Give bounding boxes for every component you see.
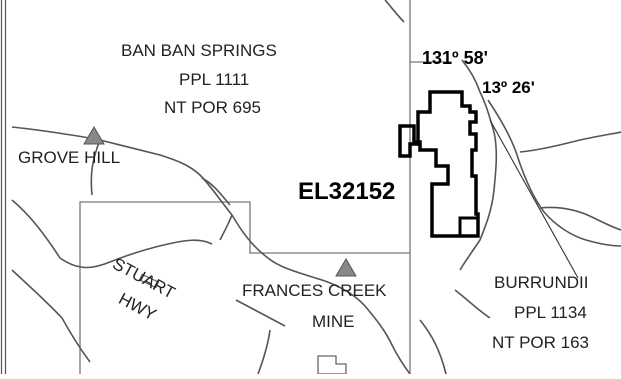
river — [11, 126, 411, 375]
creek — [201, 177, 231, 206]
waterhole — [138, 273, 160, 289]
creek — [219, 214, 233, 241]
creek — [90, 139, 101, 196]
property-boundaries — [79, 0, 452, 374]
creek — [539, 206, 621, 231]
creek — [419, 319, 447, 375]
station-name-burrundii: BURRUNDII — [494, 273, 589, 292]
station-lease-ban-ban-springs: PPL 1111 — [179, 70, 250, 89]
peak-triangle-icon — [335, 258, 357, 277]
leader-line — [489, 119, 579, 279]
mine-lease-outline — [317, 355, 347, 375]
river — [487, 99, 621, 247]
creek — [384, 0, 405, 23]
latitude-label: 13º 26' — [482, 78, 535, 97]
station-portion-ban-ban-springs: NT POR 695 — [164, 98, 262, 117]
tenement-label: EL32152 — [298, 178, 396, 205]
boundary-line — [79, 201, 410, 374]
station-portion-burrundii: NT POR 163 — [492, 333, 590, 352]
river — [459, 59, 498, 271]
creek — [257, 329, 271, 375]
rivers — [11, 0, 621, 375]
place-label-grove-hill: GROVE HILL — [18, 148, 121, 167]
place-label-mine: MINE — [312, 312, 355, 331]
creek — [454, 289, 491, 319]
station-name-ban-ban-springs: BAN BAN SPRINGS — [121, 41, 277, 60]
tenement-subblock — [458, 216, 480, 238]
creek — [235, 299, 286, 327]
station-lease-burrundii: PPL 1134 — [514, 303, 587, 322]
longitude-label: 131º 58' — [422, 48, 488, 68]
tenement-outline — [398, 90, 480, 238]
place-label-frances-creek: FRANCES CREEK — [242, 281, 387, 300]
river — [11, 199, 213, 269]
river — [11, 269, 91, 363]
creek — [519, 131, 621, 153]
peak-triangle-icon — [83, 126, 105, 145]
